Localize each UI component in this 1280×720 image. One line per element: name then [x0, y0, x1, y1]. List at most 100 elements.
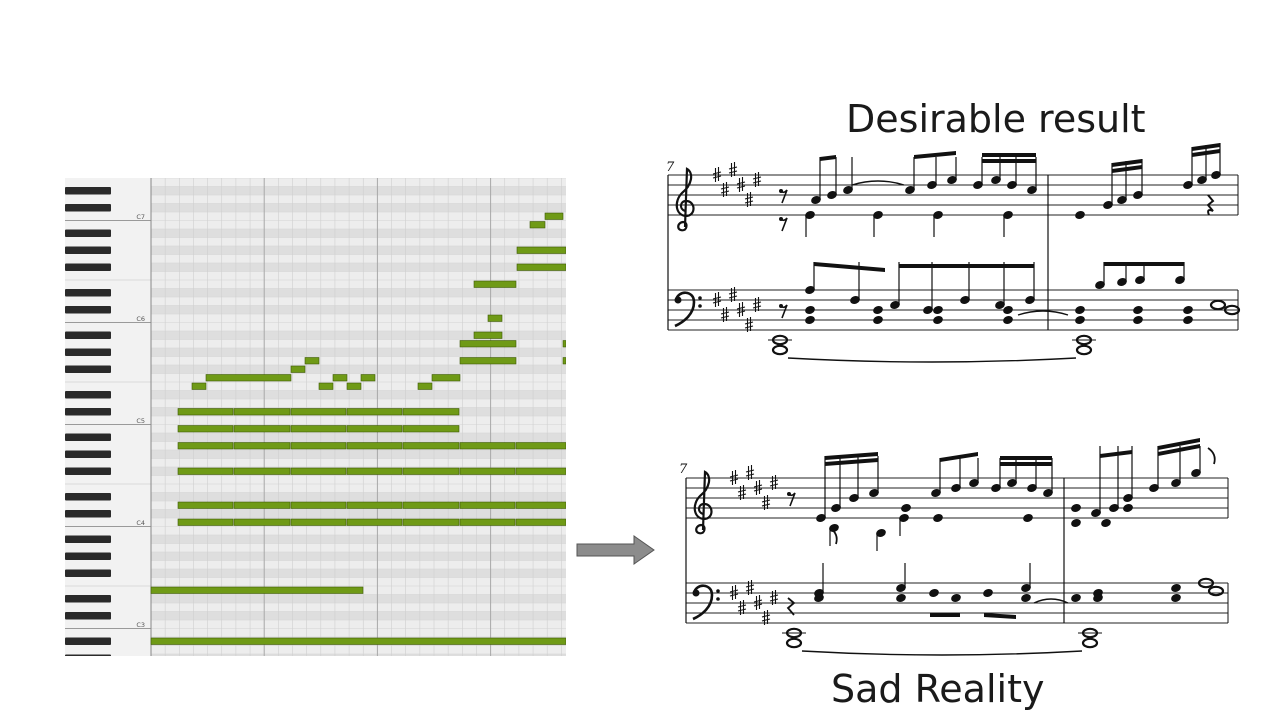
midi-note: [402, 518, 460, 526]
black-key: [65, 612, 111, 620]
pitch-lane: [151, 246, 566, 255]
pitch-lane: [151, 535, 566, 544]
notehead: [923, 306, 933, 314]
pitch-lane: [151, 543, 566, 552]
pitch-lane: [151, 603, 566, 612]
tie: [851, 180, 905, 186]
pitch-lane: [151, 373, 566, 382]
score-top-measure-number: 7: [666, 160, 675, 175]
notehead: [1183, 306, 1193, 314]
black-key: [65, 289, 111, 297]
whole-note: [1075, 344, 1093, 356]
sharp-icon: [728, 287, 738, 302]
beam: [984, 613, 1016, 619]
notehead: [1123, 494, 1133, 502]
midi-note: [515, 467, 566, 475]
midi-note: [290, 425, 347, 433]
pitch-lane: [151, 186, 566, 195]
notehead: [933, 306, 943, 314]
pitch-lane: [151, 492, 566, 501]
midi-note: [473, 331, 503, 339]
reality-score: 7: [679, 438, 1229, 656]
bass-clef-dot: [692, 589, 700, 597]
rest-dot: [779, 217, 783, 221]
notehead: [1025, 296, 1035, 304]
midi-note: [459, 357, 517, 365]
midi-note: [290, 365, 306, 373]
midi-note: [402, 408, 460, 416]
pitch-lane: [151, 365, 566, 374]
bass-clef-dot: [698, 296, 702, 300]
midi-note: [290, 408, 347, 416]
notehead: [1075, 306, 1085, 314]
notehead: [1123, 504, 1133, 512]
pitch-lane: [151, 356, 566, 365]
pitch-lane: [151, 484, 566, 493]
black-key: [65, 204, 111, 212]
flag: [829, 527, 838, 545]
notehead: [983, 589, 993, 597]
pitch-lane: [151, 526, 566, 535]
pitch-lane: [151, 322, 566, 331]
sharp-icon: [745, 465, 755, 480]
pitch-lane: [151, 450, 566, 459]
black-key: [65, 246, 111, 254]
pitch-lane: [151, 178, 566, 187]
sharp-icon: [728, 162, 738, 177]
notehead: [896, 584, 906, 592]
right-arrow-icon: [576, 535, 655, 565]
pitch-lane: [151, 271, 566, 280]
notehead: [1007, 181, 1017, 189]
rest-dot: [779, 304, 783, 308]
pitch-lane: [151, 594, 566, 603]
midi-note: [562, 357, 566, 365]
midi-note: [346, 442, 403, 450]
midi-note: [402, 425, 460, 433]
sad-reality-caption: Sad Reality: [831, 667, 1045, 711]
beam: [940, 452, 978, 462]
notehead: [1183, 181, 1193, 189]
pitch-lane: [151, 552, 566, 561]
rest-dot: [779, 189, 783, 193]
notehead: [1109, 504, 1119, 512]
sharp-icon: [761, 610, 771, 625]
midi-note: [233, 425, 291, 433]
notehead: [1171, 594, 1181, 602]
notehead: [1133, 316, 1143, 324]
pitch-lane: [151, 229, 566, 238]
tie: [1033, 598, 1069, 604]
tie: [801, 650, 1083, 656]
notehead: [899, 514, 909, 522]
midi-note: [431, 374, 461, 382]
midi-note: [290, 518, 347, 526]
notehead: [805, 316, 815, 324]
pitch-lane: [151, 348, 566, 357]
sharp-icon: [769, 475, 779, 490]
pitch-lane: [151, 628, 566, 637]
midi-note: [516, 263, 566, 271]
whole-note: [1081, 637, 1099, 649]
black-key: [65, 348, 111, 356]
midi-note: [177, 425, 234, 433]
sharp-icon: [712, 292, 722, 307]
black-key: [65, 510, 111, 518]
sharp-icon: [752, 297, 762, 312]
midi-note: [191, 382, 207, 390]
midi-note: [150, 637, 566, 645]
notehead: [811, 196, 821, 204]
sharp-icon: [753, 595, 763, 610]
beam: [982, 159, 1036, 163]
midi-note: [360, 374, 376, 382]
whole-note: [1209, 299, 1227, 311]
notehead: [1171, 584, 1181, 592]
quarter-rest-icon: [1206, 194, 1215, 216]
midi-note: [562, 340, 566, 348]
midi-note: [346, 467, 403, 475]
midi-note: [346, 501, 403, 509]
beam: [914, 151, 956, 159]
midi-note: [233, 408, 291, 416]
octave-label: C6: [136, 315, 145, 323]
midi-note: [459, 518, 516, 526]
pitch-lane: [151, 620, 566, 629]
sharp-icon: [752, 172, 762, 187]
